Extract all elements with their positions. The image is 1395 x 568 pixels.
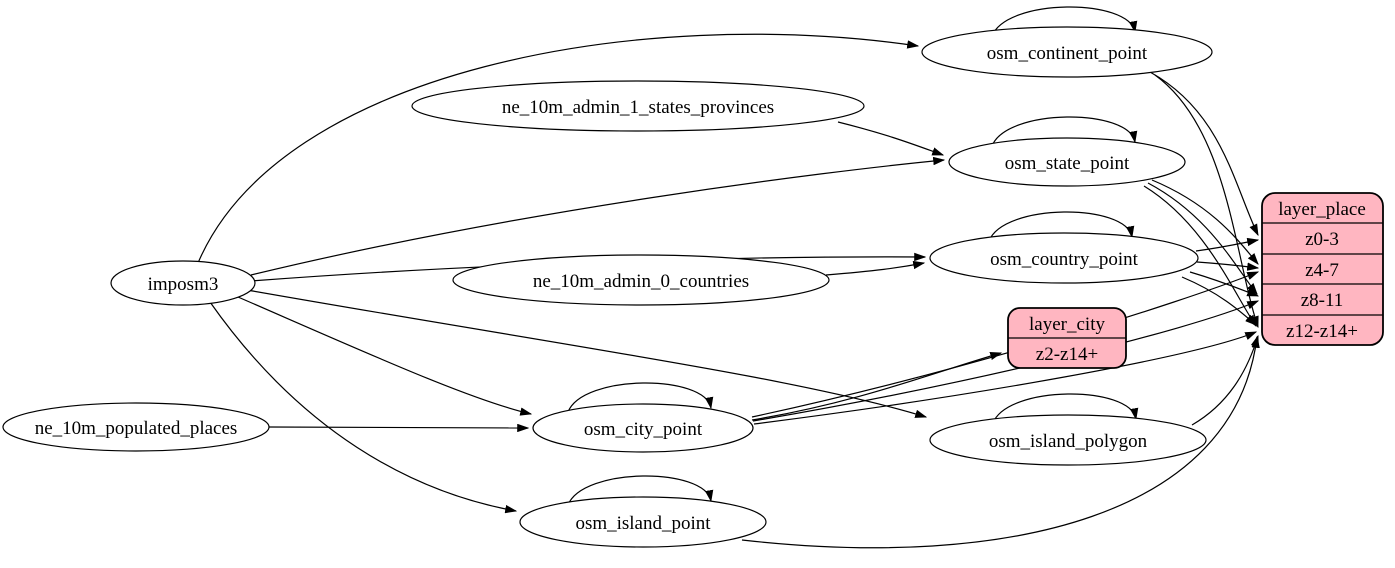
osm-continent-point-ellipse — [921, 26, 1213, 78]
edge-group — [197, 6, 1260, 549]
ne-10m-admin-1-states-provinces-label: ne_10m_admin_1_states_provinces — [502, 97, 774, 118]
edge-osm-country-point-layer-place-z12-z14 — [1181, 276, 1257, 326]
node-layer-place: layer_place z0-3 z4-7 z8-11 z12-z14+ — [1261, 192, 1384, 346]
edge-osm-island-polygon-layer-place-z12-z14 — [1191, 334, 1259, 426]
layer-city-title: layer_city — [1029, 314, 1105, 335]
layer-place-title: layer_place — [1278, 199, 1366, 220]
osm-city-point-ellipse — [532, 403, 754, 453]
ne-10m-populated-places-ellipse — [2, 402, 270, 452]
edge-osm-continent-point-layer-place-z0-3 — [1149, 71, 1259, 237]
layer-place-row-z4-7: z4-7 — [1305, 260, 1339, 281]
node-osm-island-polygon: osm_island_polygon — [929, 414, 1207, 466]
edge-imposm3-osm-island-point — [209, 301, 518, 514]
edge-ne-10m-admin-0-countries-osm-country-point — [825, 260, 926, 276]
node-layer-city: layer_city z2-z14+ — [1007, 307, 1127, 369]
self-loop-osm-island-point — [567, 475, 714, 506]
osm-island-polygon-label: osm_island_polygon — [989, 431, 1148, 452]
edge-imposm3-osm-island-polygon — [246, 289, 928, 418]
node-osm-city-point: osm_city_point — [532, 403, 754, 453]
ne-10m-populated-places-label: ne_10m_populated_places — [35, 418, 238, 439]
edge-osm-city-point-layer-city-z2-z14 — [751, 351, 1003, 421]
imposm3-label: imposm3 — [148, 274, 219, 295]
layer-place-row-z8-11: z8-11 — [1301, 290, 1344, 311]
edge-imposm3-osm-state-point — [250, 156, 946, 276]
ne-10m-admin-0-countries-label: ne_10m_admin_0_countries — [533, 271, 749, 292]
edge-osm-country-point-layer-place-z4-7 — [1196, 261, 1260, 271]
ne-10m-admin-1-states-provinces-ellipse — [411, 80, 865, 132]
self-loop-osm-country-point — [988, 211, 1135, 242]
edge-ne-10m-populated-places-osm-city-point — [268, 423, 530, 433]
osm-city-point-label: osm_city_point — [584, 419, 703, 440]
edge-osm-continent-point-layer-place-z12-z14 — [1154, 74, 1259, 329]
self-loop-osm-continent-point — [991, 6, 1138, 37]
edge-osm-state-point-layer-place-z12-z14 — [1143, 185, 1257, 327]
edge-osm-city-point-layer-place-z4-7 — [751, 271, 1260, 418]
node-osm-state-point: osm_state_point — [948, 137, 1186, 187]
edge-osm-island-point-layer-place-z12-z14 — [741, 335, 1260, 549]
osm-country-point-label: osm_country_point — [990, 249, 1138, 270]
node-ne-10m-populated-places: ne_10m_populated_places — [2, 402, 270, 452]
layer-place-box — [1261, 192, 1384, 346]
osm-country-point-ellipse — [929, 232, 1199, 284]
edge-imposm3-osm-continent-point — [197, 33, 920, 264]
osm-continent-point-label: osm_continent_point — [987, 43, 1148, 64]
layer-city-row-z2-z14: z2-z14+ — [1036, 344, 1098, 365]
layer-place-row-z12-z14: z12-z14+ — [1286, 321, 1358, 342]
imposm3-ellipse — [110, 260, 256, 306]
self-loop-osm-island-polygon — [992, 393, 1139, 424]
node-osm-island-point: osm_island_point — [519, 496, 767, 548]
edge-ne-10m-admin-1-states-provinces-osm-state-point — [837, 121, 945, 156]
ne-10m-admin-0-countries-ellipse — [452, 254, 830, 306]
node-imposm3: imposm3 — [110, 260, 256, 306]
edge-osm-city-point-layer-place-z8-11 — [752, 300, 1260, 422]
node-osm-country-point: osm_country_point — [929, 232, 1199, 284]
osm-state-point-ellipse — [948, 137, 1186, 187]
self-loop-osm-state-point — [991, 116, 1138, 147]
edge-osm-country-point-layer-place-z8-11 — [1189, 271, 1260, 297]
node-osm-continent-point: osm_continent_point — [921, 26, 1213, 78]
edge-osm-state-point-layer-place-z8-11 — [1147, 182, 1258, 295]
osm-island-point-ellipse — [519, 496, 767, 548]
edge-osm-country-point-layer-place-z0-3 — [1195, 237, 1260, 252]
self-loop-osm-city-point — [567, 382, 714, 413]
edge-imposm3-osm-city-point — [237, 296, 533, 416]
osm-island-point-label: osm_island_point — [575, 513, 711, 534]
node-ne-10m-admin-0-countries: ne_10m_admin_0_countries — [452, 254, 830, 306]
node-ne-10m-admin-1-states-provinces: ne_10m_admin_1_states_provinces — [411, 80, 865, 132]
layer-place-row-z0-3: z0-3 — [1305, 229, 1339, 250]
osm-state-point-label: osm_state_point — [1005, 153, 1130, 174]
osm-island-polygon-ellipse — [929, 414, 1207, 466]
edge-osm-state-point-layer-place-z4-7 — [1151, 179, 1259, 265]
edge-osm-city-point-layer-place-z12-z14 — [753, 331, 1258, 425]
